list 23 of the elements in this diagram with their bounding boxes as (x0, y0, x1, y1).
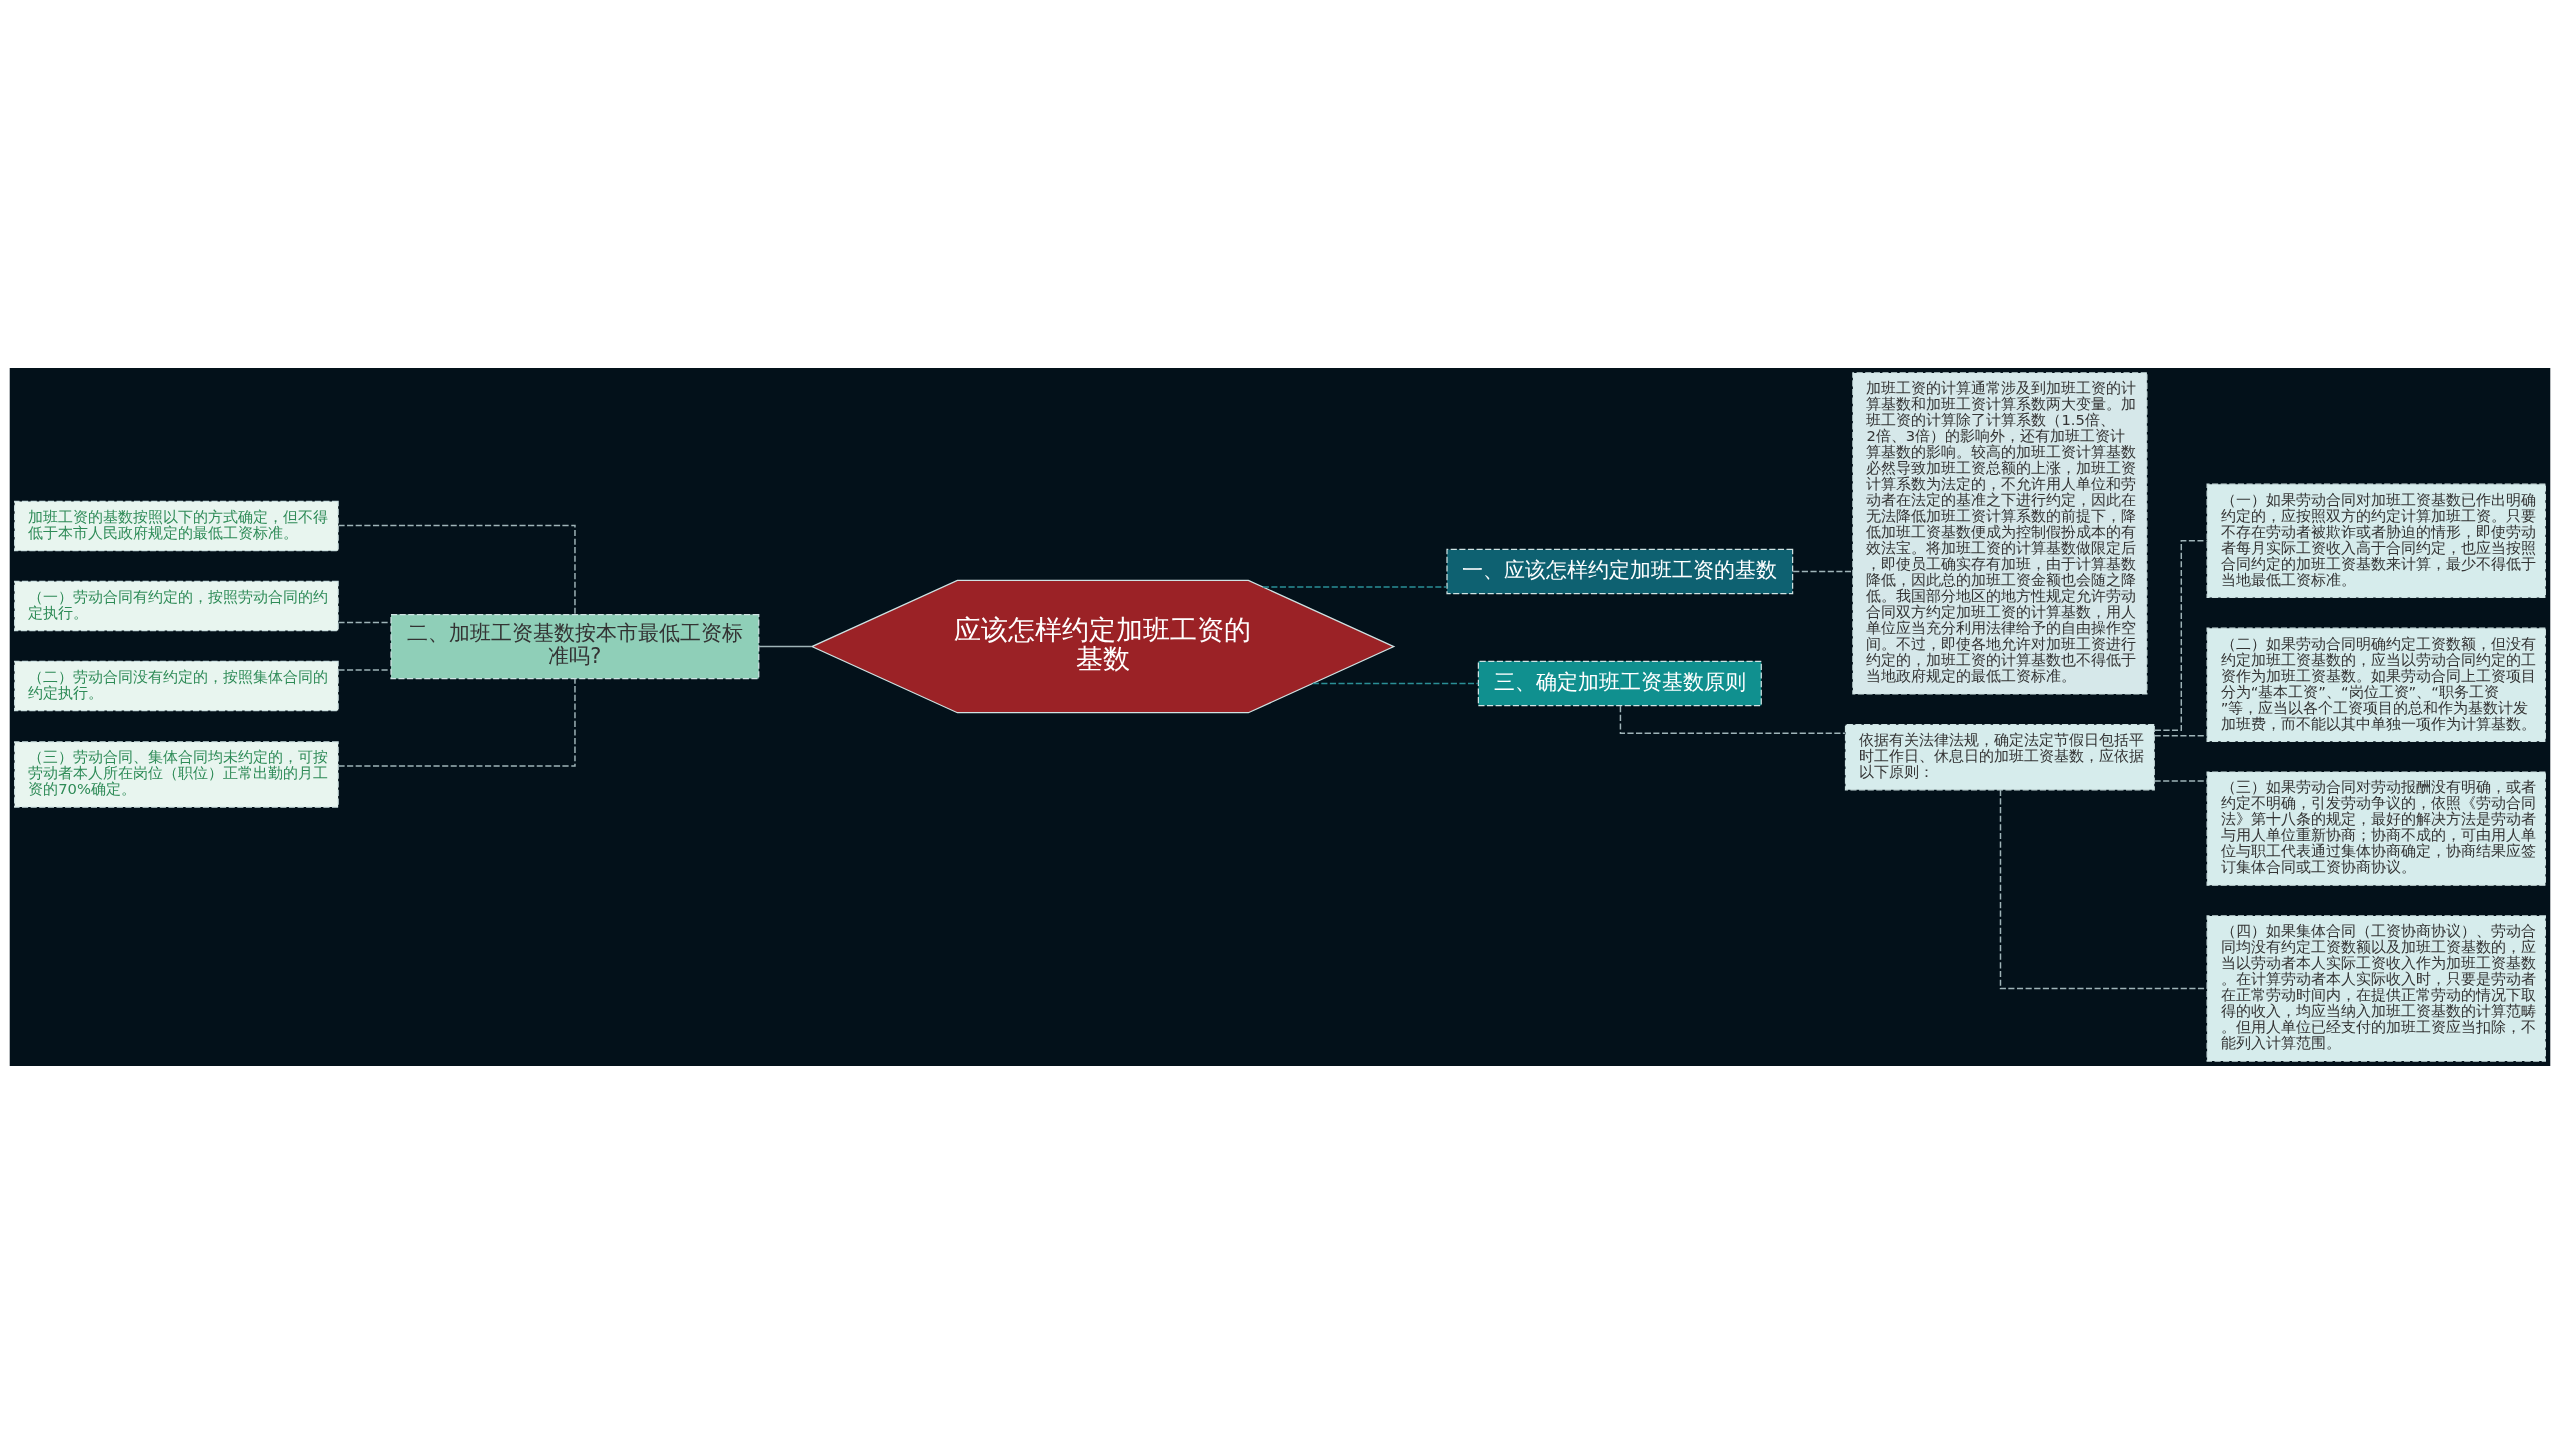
connector (1262, 585, 1448, 588)
node-box: 加班工资的基数按照以下的方式确定，但不得低于本市人民政府规定的最低工资标准。 (14, 500, 339, 551)
node-box: 三、确定加班工资基数原则 (1477, 660, 1762, 706)
node-box: （四）如果集体合同（工资协商协议）、劳动合同均没有约定工资数额以及加班工资基数的，应当以劳动者本人实际工资收入作为加班工资基数。在计算劳动者本人实际收入时，只要是劳动者在正常劳动时间内，在提供正常劳动的情况下取得的收入，均应当纳入加班工资基数的计算范畴。但用人单位已经支付的加班工资应当扣除，不能列入计算范围。 (2206, 914, 2546, 1062)
connector (1792, 570, 1854, 572)
connector (2153, 779, 2208, 782)
node-box: （三）劳动合同、集体合同均未约定的，可按劳动者本人所在岗位（职位）正常出勤的月工资的70%确定。 (14, 740, 339, 808)
connector (2153, 734, 2208, 736)
node-box: 加班工资的计算通常涉及到加班工资的计算基数和加班工资计算系数两大变量。加班工资的计算除了计算系数（1.5倍、2倍、3倍）的影响外，还有加班工资计算基数的影响。较高的加班工资计算基数必然导致加班工资总额的上涨，加班工资计算系数为法定的，不允许用人单位和劳动者在法定的基准之下进行约定，因此在无法降低加班工资计算系数的前提下，降低加班工资基数便成为控制假扮成本的有效法宝。将加班工资的计算基数做限定后，即使员工确实存有加班，由于计算基数降低，因此总的加班工资金额也会随之降低。我国部分地区的地方性规定允许劳动合同双方约定加班工资的计算基数，用人单位应当充分利用法律给予的自由操作空间。不过，即使各地允许对加班工资进行约定的，加班工资的计算基数也不得低于当地政府规定的最低工资标准。 (1852, 371, 2148, 695)
node-box: （一）如果劳动合同对加班工资基数已作出明确约定的，应按照双方的约定计算加班工资。只要不存在劳动者被欺诈或者胁迫的情形，即使劳动者每月实际工资收入高于合同约定，也应当按照合同约定的加班工资基数来计算，最少不得低于当地最低工资标准。 (2206, 483, 2546, 598)
node-box: （一）劳动合同有约定的，按照劳动合同的约定执行。 (14, 580, 339, 631)
node-box: 二、加班工资基数按本市最低工资标准吗? (390, 613, 760, 679)
connector (758, 645, 813, 647)
connector (337, 668, 392, 671)
connector (337, 621, 392, 623)
node-box: （二）如果劳动合同明确约定工资数额，但没有约定加班工资基数的，应当以劳动合同约定的工资作为加班工资基数。如果劳动合同上工资项目分为“基本工资”、“岗位工资”、“职务工资”等，应当以各个工资项目的总和作为基数计发加班费，而不能以其中单独一项作为计算基数。 (2206, 627, 2546, 742)
node-box: 依据有关法律法规，确定法定节假日包括平时工作日、休息日的加班工资基数，应依据以下原则： (1844, 723, 2155, 790)
node-box: （二）劳动合同没有约定的，按照集体合同的约定执行。 (14, 660, 339, 711)
connector (337, 524, 576, 615)
connector (1312, 682, 1479, 684)
node-box: （三）如果劳动合同对劳动报酬没有明确，或者约定不明确，引发劳动争议的，依照《劳动合同法》第十八条的规定，最好的解决方法是劳动者与用人单位重新协商；协商不成的，可由用人单位与职工代表通过集体协商确定，协商结果应签订集体合同或工资协商协议。 (2206, 770, 2546, 886)
node-box: 一、应该怎样约定加班工资的基数 (1446, 548, 1794, 594)
connector (337, 677, 576, 767)
